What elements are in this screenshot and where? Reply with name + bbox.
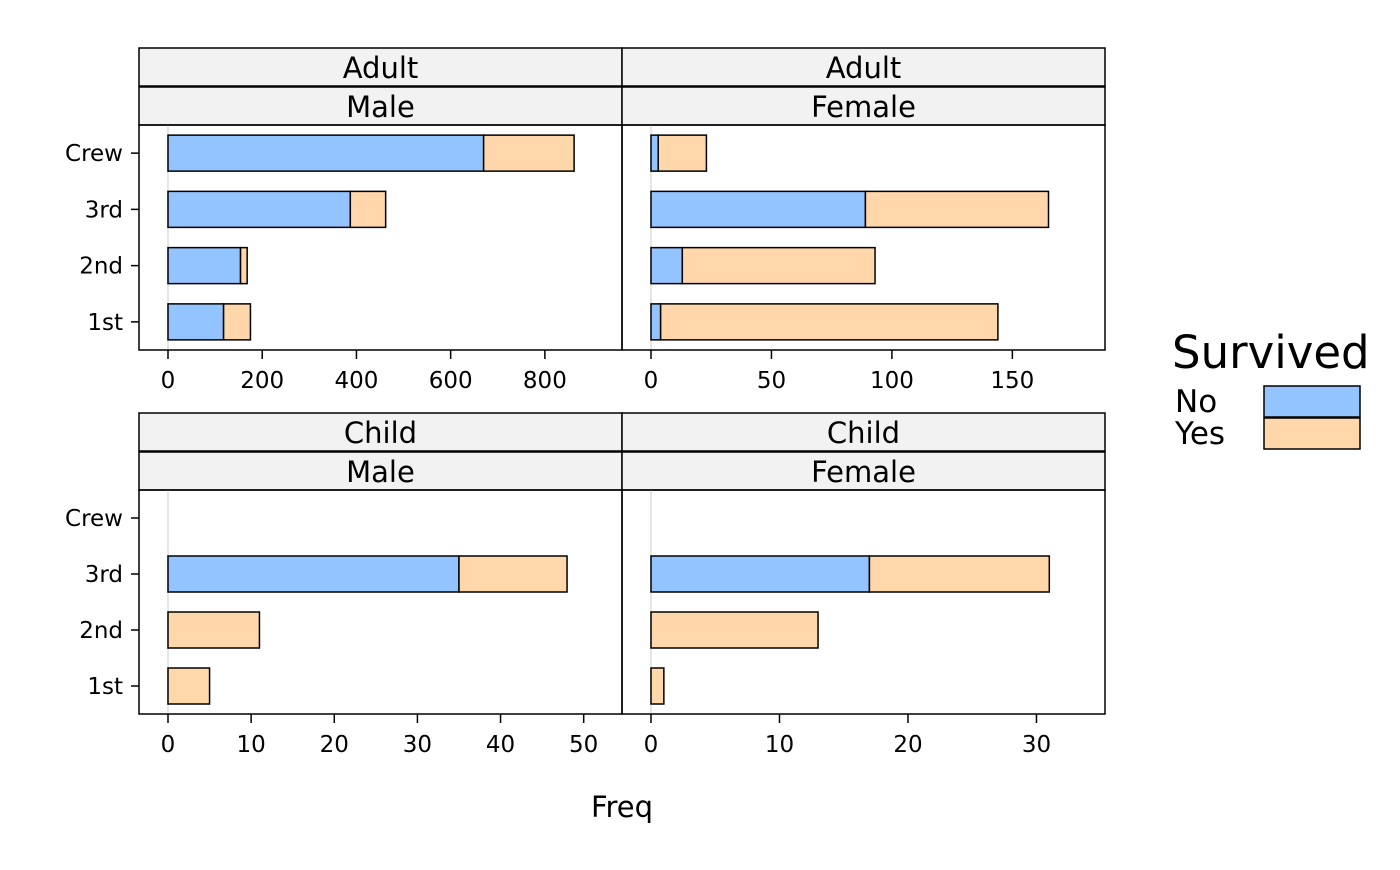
bar-no-2nd <box>650 246 684 285</box>
panel-frame <box>621 124 1106 351</box>
x-tick-label: 10 <box>765 732 794 758</box>
y-tick-label: 1st <box>87 310 123 336</box>
bar-yes-2nd <box>239 246 248 285</box>
y-tick-label: 3rd <box>85 197 123 223</box>
y-tick-label: 2nd <box>79 254 123 280</box>
strip-age-1 <box>621 47 1106 87</box>
x-tick-label: 400 <box>334 368 378 394</box>
strip-sex-label: Male <box>346 90 415 124</box>
y-tick-label: Crew <box>65 141 123 167</box>
bar-yes-1st <box>167 667 211 705</box>
bar-yes-2nd <box>650 611 819 649</box>
y-tick-label: 3rd <box>85 562 123 588</box>
x-tick-label: 20 <box>893 732 922 758</box>
bar-no-1st <box>650 303 662 341</box>
bar-yes-2nd <box>681 246 876 285</box>
strip-sex-3 <box>621 451 1106 491</box>
bar-yes-1st <box>650 667 665 705</box>
bar-no-3rd <box>650 555 871 593</box>
x-tick-label: 600 <box>429 368 473 394</box>
strip-age-label: Child <box>827 416 900 450</box>
bar-yes-1st <box>659 303 999 341</box>
legend-label-yes: Yes <box>1174 416 1225 452</box>
strip-sex-label: Male <box>346 455 415 489</box>
x-tick-label: 40 <box>486 732 515 758</box>
bar-yes-3rd <box>868 555 1051 593</box>
x-tick-label: 0 <box>644 732 659 758</box>
strip-age-0 <box>138 47 623 87</box>
x-tick-label: 30 <box>1022 732 1051 758</box>
strip-sex-1 <box>621 86 1106 126</box>
strip-age-label: Child <box>344 416 417 450</box>
x-tick-label: 800 <box>523 368 567 394</box>
x-tick-label: 0 <box>161 732 176 758</box>
strip-age-2 <box>138 412 623 452</box>
strip-sex-label: Female <box>811 455 916 489</box>
y-tick-label: 2nd <box>79 618 123 644</box>
strip-age-label: Adult <box>826 51 902 85</box>
bar-yes-3rd <box>349 190 387 229</box>
bar-yes-crew <box>482 134 575 172</box>
legend-label-no: No <box>1175 384 1217 420</box>
panel-frame <box>621 489 1106 715</box>
y-tick-label: Crew <box>65 506 123 532</box>
bar-yes-3rd <box>458 555 568 593</box>
strip-sex-0 <box>138 86 623 126</box>
legend-swatch-no <box>1263 385 1361 418</box>
x-tick-label: 50 <box>569 732 598 758</box>
x-tick-label: 30 <box>403 732 432 758</box>
panel-frame <box>138 489 623 715</box>
x-tick-label: 10 <box>236 732 265 758</box>
strip-sex-2 <box>138 451 623 491</box>
strip-age-label: Adult <box>343 51 419 85</box>
bar-yes-3rd <box>864 190 1050 229</box>
bar-yes-2nd <box>167 611 261 649</box>
bar-no-3rd <box>650 190 867 229</box>
bar-no-crew <box>167 134 485 172</box>
x-axis-label: Freq <box>591 790 653 824</box>
bar-no-1st <box>167 303 225 341</box>
legend-swatch-yes <box>1263 417 1361 450</box>
bar-no-crew <box>650 134 659 172</box>
x-tick-label: 0 <box>161 368 176 394</box>
strip-sex-label: Female <box>811 90 916 124</box>
legend-title: Survived <box>1172 326 1370 379</box>
x-tick-label: 200 <box>240 368 284 394</box>
x-tick-label: 20 <box>320 732 349 758</box>
bar-yes-crew <box>657 134 708 172</box>
x-tick-label: 50 <box>757 368 786 394</box>
bar-no-3rd <box>167 555 460 593</box>
bar-yes-1st <box>222 303 252 341</box>
bar-no-2nd <box>167 246 242 285</box>
x-tick-label: 100 <box>870 368 914 394</box>
x-tick-label: 0 <box>644 368 659 394</box>
x-tick-label: 150 <box>990 368 1034 394</box>
strip-age-3 <box>621 412 1106 452</box>
y-tick-label: 1st <box>87 674 123 700</box>
bar-no-3rd <box>167 190 352 229</box>
